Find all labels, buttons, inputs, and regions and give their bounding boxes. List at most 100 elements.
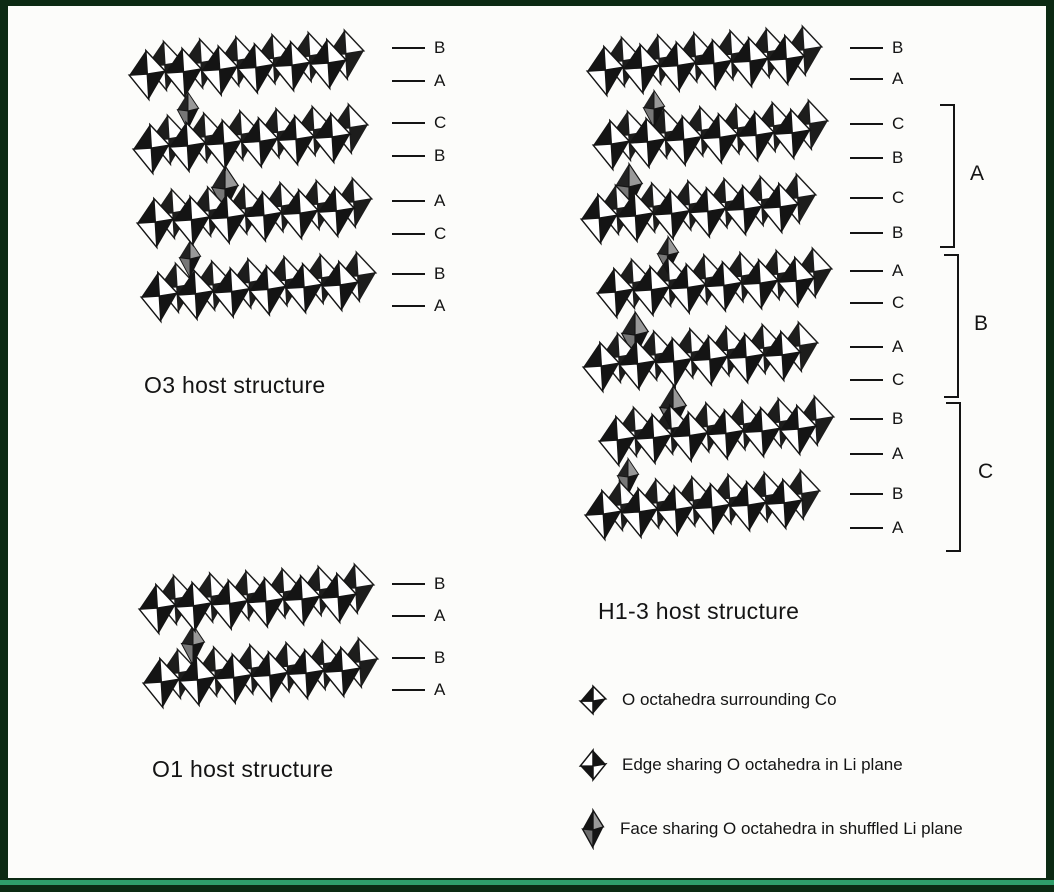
label-tick-line: [850, 78, 883, 80]
stacking-label-row: B: [392, 146, 445, 166]
stacking-label-row: A: [392, 191, 445, 211]
stacking-label-row: A: [392, 606, 445, 626]
label-tick-line: [392, 155, 425, 157]
label-tick-line: [392, 615, 425, 617]
stacking-label-row: C: [850, 114, 904, 134]
bracket-group-c: [946, 402, 961, 552]
legend-item: Edge sharing O octahedra in Li plane: [578, 748, 903, 782]
label-tick-line: [850, 47, 883, 49]
label-tick-line: [850, 346, 883, 348]
legend-label: O octahedra surrounding Co: [622, 690, 837, 709]
stacking-label: B: [892, 38, 904, 57]
stacking-label-row: A: [392, 296, 445, 316]
octahedra-layer: [572, 29, 837, 103]
stacking-label-row: B: [392, 648, 445, 668]
stacking-label: C: [892, 188, 905, 207]
face-sharing-octahedron-icon: [580, 808, 606, 850]
label-tick-line: [850, 232, 883, 234]
stacking-label-row: A: [392, 71, 445, 91]
label-tick-line: [850, 379, 883, 381]
stacking-label: A: [434, 191, 446, 210]
stacking-label: B: [892, 409, 904, 428]
legend-item: Face sharing O octahedra in shuffled Li …: [580, 808, 963, 850]
stacking-label: A: [434, 71, 446, 90]
octahedra-layer: [124, 567, 389, 641]
stacking-label-row: C: [850, 370, 904, 390]
octahedra-layer: [122, 181, 387, 255]
stacking-label-row: B: [850, 148, 903, 168]
bracket-label-a: A: [970, 162, 985, 185]
stacking-label-row: C: [392, 224, 446, 244]
label-tick-line: [850, 197, 883, 199]
stacking-label-row: C: [392, 113, 446, 133]
stacking-label: C: [892, 370, 905, 389]
stacking-label-row: B: [850, 223, 903, 243]
stacking-label: C: [434, 113, 447, 132]
octahedra-layer: [128, 641, 393, 715]
label-tick-line: [850, 157, 883, 159]
stacking-label-row: A: [850, 518, 903, 538]
stacking-label: A: [892, 444, 904, 463]
stacking-label: B: [434, 38, 446, 57]
structure-caption-o1: O1 host structure: [152, 756, 334, 782]
stacking-label-row: A: [392, 680, 445, 700]
stacking-label-row: B: [850, 409, 903, 429]
octahedra-layer: [578, 103, 843, 177]
stacking-label: B: [434, 574, 446, 593]
octahedra-layer: [566, 177, 831, 251]
stacking-label: B: [434, 264, 446, 283]
stacking-label-row: A: [850, 261, 903, 281]
label-tick-line: [392, 583, 425, 585]
octahedra-layer: [582, 251, 847, 325]
stacking-label-row: A: [850, 337, 903, 357]
stacking-label-row: A: [850, 69, 903, 89]
stacking-label: B: [892, 148, 904, 167]
octahedra-layer: [126, 255, 391, 329]
stacking-label: A: [434, 680, 446, 699]
stacking-label: B: [892, 484, 904, 503]
label-tick-line: [392, 233, 425, 235]
label-tick-line: [850, 270, 883, 272]
stacking-label-row: A: [850, 444, 903, 464]
figure-paper: B A C B A C B A O3 host structure B A B …: [8, 6, 1046, 878]
structure-caption-h13: H1-3 host structure: [598, 598, 800, 624]
label-tick-line: [392, 657, 425, 659]
legend-item: O octahedra surrounding Co: [578, 684, 837, 716]
stacking-label: C: [892, 293, 905, 312]
stacking-label: C: [892, 114, 905, 133]
bottom-accent-stripe: [0, 880, 1054, 885]
stacking-label: A: [434, 296, 446, 315]
stacking-label: A: [892, 337, 904, 356]
label-tick-line: [392, 200, 425, 202]
co-octahedron-icon: [578, 684, 608, 716]
stacking-label-row: B: [392, 264, 445, 284]
stacking-label-row: B: [392, 574, 445, 594]
stacking-label-row: B: [850, 484, 903, 504]
bracket-label-b: B: [974, 312, 989, 335]
octahedra-layer: [570, 473, 835, 547]
legend-label: Edge sharing O octahedra in Li plane: [622, 755, 903, 774]
label-tick-line: [850, 527, 883, 529]
label-tick-line: [850, 493, 883, 495]
octahedra-layer: [568, 325, 833, 399]
label-tick-line: [392, 305, 425, 307]
stacking-label: A: [892, 69, 904, 88]
stacking-label-row: B: [392, 38, 445, 58]
structure-caption-o3: O3 host structure: [144, 372, 326, 398]
label-tick-line: [850, 453, 883, 455]
stacking-label-row: B: [850, 38, 903, 58]
octahedra-layer: [114, 33, 379, 107]
edge-sharing-octahedron-icon: [578, 748, 608, 782]
stacking-label: A: [434, 606, 446, 625]
stacking-label-row: C: [850, 188, 904, 208]
stacking-label: A: [892, 261, 904, 280]
label-tick-line: [850, 418, 883, 420]
bracket-label-c: C: [978, 460, 994, 483]
legend-label: Face sharing O octahedra in shuffled Li …: [620, 819, 963, 838]
label-tick-line: [392, 689, 425, 691]
label-tick-line: [392, 80, 425, 82]
label-tick-line: [392, 273, 425, 275]
label-tick-line: [850, 123, 883, 125]
label-tick-line: [392, 122, 425, 124]
